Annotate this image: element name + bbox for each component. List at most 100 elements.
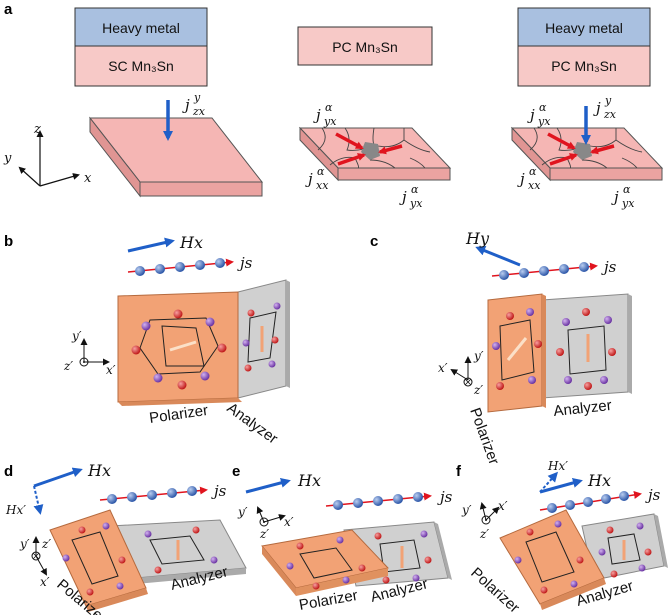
svg-text:yx: yx: [537, 115, 551, 128]
js-label-c: js: [601, 258, 617, 276]
svg-text:z′: z′: [63, 359, 73, 373]
j-arrow-right-3: [590, 144, 615, 155]
analyzer-d: [109, 519, 247, 584]
svg-text:α: α: [539, 101, 547, 114]
svg-text:y′: y′: [473, 349, 484, 363]
svg-text:y′: y′: [71, 329, 82, 343]
j-yx-label-mid-top: j yx α: [313, 101, 337, 128]
polarizer-c: [487, 293, 546, 413]
svg-text:z′: z′: [41, 537, 51, 551]
polarizer-label-f: Polarizer: [467, 564, 522, 615]
svg-text:y′: y′: [237, 505, 248, 519]
polarizer-label-b: Polarizer: [148, 402, 209, 427]
svg-text:j: j: [527, 106, 535, 124]
heavy-metal-box-right: [517, 7, 651, 47]
axis-z-label: z: [33, 122, 41, 137]
hx-prime-arrow-f: [539, 471, 558, 493]
panel-label-f: f: [456, 463, 462, 480]
spin-current-c: [491, 262, 598, 280]
panel-label-d: d: [4, 463, 13, 480]
j-xx-label-mid: j xx α: [305, 165, 329, 192]
svg-text:xx: xx: [316, 179, 329, 192]
js-label-d: js: [211, 482, 227, 500]
pc-mn3sn-box-right: [517, 45, 651, 87]
spin-current-d: [99, 486, 208, 504]
svg-text:α: α: [325, 101, 333, 114]
axes-a: z y x: [3, 122, 92, 187]
pc-mn3sn-label-middle: PC Mn₃Sn: [332, 39, 398, 55]
svg-text:α: α: [623, 183, 631, 196]
hx-prime-label-f: Hx′: [547, 459, 568, 473]
spin-current-b: [127, 258, 234, 276]
hx-label-b: Hx: [179, 233, 203, 252]
hy-arrow-c: [475, 245, 521, 267]
j-arrow-right-2: [549, 153, 578, 166]
j-arrow-mid-1: [335, 132, 364, 150]
polarizer-e: [261, 529, 389, 596]
svg-text:yx: yx: [621, 197, 635, 210]
j-yx-label-mid-bottom: j yx α: [399, 183, 423, 210]
analyzer-label-b: Analyzer: [224, 399, 281, 447]
analyzer-f: [581, 513, 668, 581]
svg-text:α: α: [317, 165, 325, 178]
svg-text:j: j: [313, 106, 321, 124]
pc-mn3sn-box-middle: [297, 26, 433, 66]
svg-text:zx: zx: [192, 105, 206, 118]
heavy-metal-label-right: Heavy metal: [545, 20, 623, 36]
j-zx-label-right: j zx y: [593, 94, 617, 121]
hx-arrow-d: [33, 467, 83, 488]
svg-text:x′: x′: [498, 499, 508, 513]
hx-arrow-e: [245, 477, 291, 494]
svg-text:z′: z′: [259, 527, 269, 541]
svg-text:j: j: [399, 188, 407, 206]
polarizer-d: [49, 509, 148, 612]
analyzer-b: [237, 279, 290, 399]
axes-c: y′ x′ z′: [438, 349, 484, 397]
svg-text:yx: yx: [323, 115, 337, 128]
svg-text:j: j: [517, 170, 525, 188]
hx-arrow-f: [539, 478, 583, 494]
svg-text:y′: y′: [461, 503, 472, 517]
svg-text:j: j: [182, 96, 190, 114]
sc-slab: [88, 116, 264, 198]
svg-text:α: α: [529, 165, 537, 178]
panel-label-e: e: [232, 463, 240, 480]
svg-text:xx: xx: [528, 179, 541, 192]
svg-text:yx: yx: [409, 197, 423, 210]
j-xx-label-right: j xx α: [517, 165, 541, 192]
polarizer-f: [499, 509, 606, 610]
svg-text:x′: x′: [284, 515, 294, 529]
j-arrow-right-1: [547, 132, 576, 150]
hx-label-e: Hx: [297, 471, 321, 490]
hx-label-f: Hx: [587, 471, 611, 490]
axes-f: y′ z′ x′: [461, 499, 508, 541]
svg-text:z′: z′: [479, 527, 489, 541]
hy-label-c: Hy: [465, 229, 490, 248]
polarizer-label-c: Polarizer: [466, 406, 502, 467]
analyzer-label-c: Analyzer: [553, 397, 613, 420]
js-label-f: js: [645, 486, 661, 504]
svg-text:α: α: [411, 183, 419, 196]
svg-text:z′: z′: [473, 383, 483, 397]
sc-mn3sn-label: SC Mn₃Sn: [108, 58, 174, 74]
spin-current-e: [325, 492, 432, 510]
j-yx-label-right-bottom: j yx α: [611, 183, 635, 210]
svg-text:x′: x′: [106, 363, 116, 377]
polarizer-b: [117, 291, 242, 406]
js-label-b: js: [237, 254, 253, 272]
j-arrow-mid-2: [337, 153, 366, 166]
svg-text:y: y: [604, 94, 612, 107]
j-arrow-mid-3: [378, 144, 403, 155]
hx-label-d: Hx: [87, 461, 111, 480]
svg-text:y: y: [193, 91, 201, 104]
svg-text:x′: x′: [438, 361, 448, 375]
axis-x-label: x: [84, 171, 92, 186]
heavy-metal-label-left: Heavy metal: [102, 20, 180, 36]
j-yx-label-right-top: j yx α: [527, 101, 551, 128]
panel-label-c: c: [370, 233, 378, 250]
analyzer-c: [541, 293, 632, 399]
sc-mn3sn-box: [74, 45, 208, 87]
panel-label-b: b: [4, 233, 13, 250]
axes-d: y′ z′ x′: [19, 536, 51, 589]
